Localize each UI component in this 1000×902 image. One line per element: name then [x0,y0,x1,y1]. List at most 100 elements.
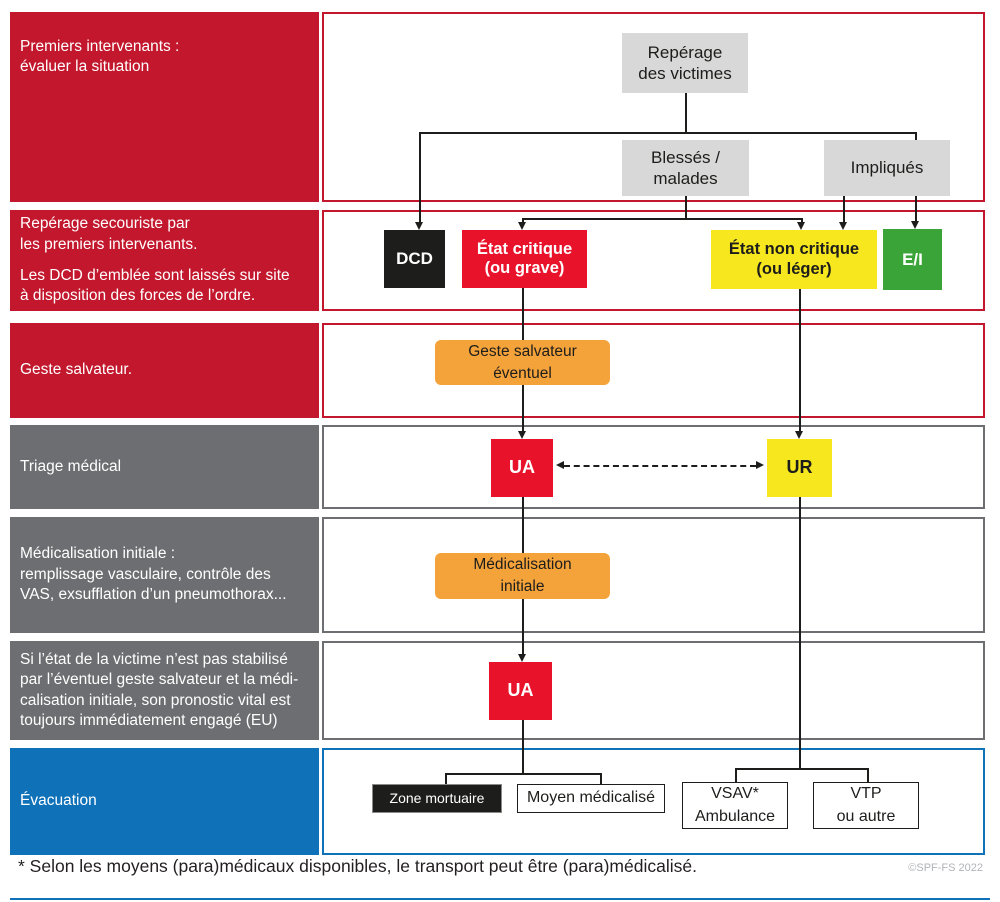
bottom-divider [10,898,990,900]
node-vtp-ou-autre: VTP ou autre [813,782,919,829]
dashed-connector [564,465,756,467]
stage-band-reperage-secouriste: Repérage secouriste par les premiers int… [10,210,319,311]
node-label-line: Zone mortuaire [389,789,485,806]
node-label-line: VTP [850,785,882,803]
flow-panel-4 [322,425,985,509]
node-label-line: (ou léger) [756,259,832,278]
stage-label-line: Évacuation [20,792,97,810]
connector-line [445,773,447,784]
arrowhead-left-icon [556,461,564,469]
stage-label-line: les premiers intervenants. [20,235,198,253]
stage-band-geste-salvateur: Geste salvateur. [10,323,319,418]
node-vsav-ambulance: VSAV* Ambulance [682,782,788,829]
connector-line [600,773,602,784]
arrowhead-down-icon [795,431,803,439]
arrowhead-down-icon [415,222,423,230]
arrowhead-down-icon [797,222,805,230]
node-label-line: Médicalisation [473,556,572,574]
arrowhead-down-icon [839,222,847,230]
node-ua-final: UA [489,662,552,720]
node-label-line: Impliqués [850,158,924,178]
node-label-line: Blessés / [651,147,720,167]
connector-line [915,196,917,222]
node-label-line: des victimes [638,64,732,83]
node-label-line: initiale [500,578,545,595]
connector-line [445,773,601,775]
flow-panel-5 [322,517,985,633]
node-label-line: État non critique [728,240,860,259]
arrowhead-down-icon [518,222,526,230]
stage-label-line: à disposition des forces de l’ordre. [20,287,256,305]
node-impliques: Impliqués [824,140,950,196]
connector-line [799,289,801,432]
node-label-line: malades [653,169,718,188]
node-moyen-medicalise: Moyen médicalisé [517,784,665,813]
stage-label-line: Triage médical [20,457,122,475]
node-label-line: ou autre [836,807,896,825]
stage-band-premiers-intervenants: Premiers intervenants : évaluer la situa… [10,12,319,202]
connector-line [735,768,868,770]
stage-label-line: Geste salvateur. [20,361,133,379]
stage-label-line: calisation initiale, son pronostic vital… [20,691,291,709]
stage-band-triage-medical: Triage médical [10,425,319,509]
credit-text: ©SPF-FS 2022 [908,862,983,874]
connector-line [522,218,802,220]
stage-label-line: VAS, exsufflation d’un pneumothorax... [20,586,287,604]
node-etat-critique: État critique (ou grave) [462,230,587,288]
node-label-line: Repérage [647,42,723,62]
connector-line [799,497,801,769]
stage-paragraph: Repérage secouriste par les premiers int… [20,214,305,255]
node-geste-salvateur-eventuel: Geste salvateur éventuel [435,340,610,385]
node-reperage-victimes: Repérage des victimes [622,33,748,93]
node-ua-triage: UA [491,439,553,497]
node-ur-triage: UR [767,439,832,497]
arrowhead-down-icon [911,221,919,229]
node-label-line: UA [509,457,535,478]
node-ei: E/I [883,229,942,290]
connector-line [685,196,687,219]
node-label-line: Ambulance [694,807,776,825]
node-label-line: État critique [476,239,573,258]
node-label-line: UA [507,680,534,701]
connector-line [801,218,803,224]
node-dcd: DCD [384,230,445,288]
connector-line [522,218,524,224]
stage-band-medicalisation-initiale: Médicalisation initiale : remplissage va… [10,517,319,633]
connector-line [843,196,845,223]
connector-line [915,132,917,141]
node-label-line: éventuel [493,364,552,382]
flow-panel-3 [322,323,985,418]
stage-label-line: par l’éventuel geste salvateur et la méd… [20,671,299,689]
connector-line [867,768,869,782]
stage-label-line: Les DCD d’emblée sont laissés sur site [20,267,290,284]
node-label-line: E/I [902,249,923,269]
stage-band-pronostic-vital: Si l’état de la victime n’est pas stabil… [10,641,319,740]
stage-label-line: Premiers intervenants : [20,38,180,55]
flow-panel-6 [322,641,985,740]
node-zone-mortuaire: Zone mortuaire [372,784,502,813]
arrowhead-right-icon [756,461,764,469]
node-label-line: VSAV* [711,785,759,803]
node-label-line: Geste salvateur [468,342,577,360]
node-label-line: Moyen médicalisé [526,789,656,807]
connector-line [419,132,421,223]
arrowhead-down-icon [518,654,526,662]
node-blesses-malades: Blessés / malades [622,140,749,196]
connector-line [522,720,524,774]
node-medicalisation-initiale: Médicalisation initiale [435,553,610,599]
stage-paragraph: Les DCD d’emblée sont laissés sur site à… [20,266,305,307]
arrowhead-down-icon [518,431,526,439]
node-label-line: UR [786,457,813,478]
node-etat-non-critique: État non critique (ou léger) [711,230,877,289]
stage-label-line: Si l’état de la victime n’est pas stabil… [20,650,288,668]
stage-band-evacuation: Évacuation [10,748,319,855]
stage-label-line: toujours immédiatement engagé (EU) [20,711,278,729]
stage-label-line: Repérage secouriste par [20,215,190,233]
node-label-line: DCD [396,249,433,269]
connector-line [419,132,917,134]
connector-line [735,768,737,782]
connector-line [685,93,687,132]
stage-label-line: remplissage vasculaire, contrôle des [20,565,271,583]
footnote-text: * Selon les moyens (para)médicaux dispon… [18,856,697,876]
